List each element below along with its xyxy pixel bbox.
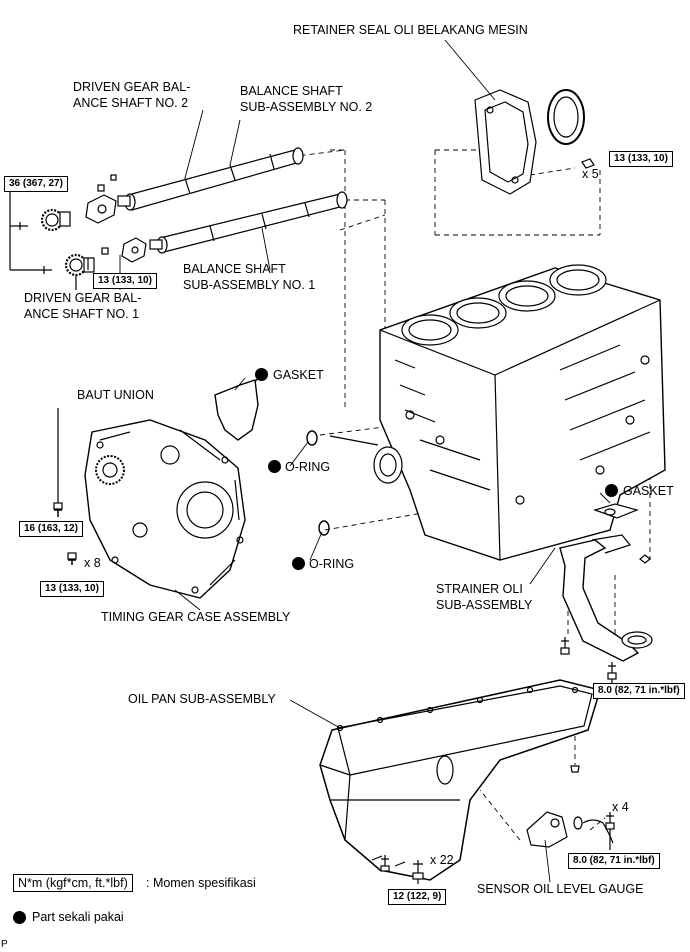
quantity: x 8	[84, 556, 101, 570]
strainer-label-line2: SUB-ASSEMBLY	[436, 598, 533, 612]
o-ring-label: O-RING	[285, 460, 331, 474]
single-use-marker	[605, 484, 618, 497]
balance-shaft-no2-label-line2: SUB-ASSEMBLY NO. 2	[240, 100, 373, 114]
timing-gear-case	[53, 408, 246, 599]
page-mark: P	[1, 939, 8, 950]
oil-pan	[319, 679, 601, 884]
cylinder-block	[329, 264, 666, 561]
timing-gear-case-label: TIMING GEAR CASE ASSEMBLY	[101, 610, 291, 624]
balance-shaft-no1	[149, 191, 348, 254]
o-ring-label: O-RING	[309, 557, 355, 571]
legend-unit-desc: : Momen spesifikasi	[146, 876, 256, 890]
balance-shaft-no1-label-line2: SUB-ASSEMBLY NO. 1	[183, 278, 316, 292]
torque-spec: 13 (133, 10)	[40, 581, 104, 597]
balance-shaft-no1-label-line1: BALANCE SHAFT	[183, 262, 286, 276]
quantity: x 22	[430, 853, 454, 867]
oil-pan-label: OIL PAN SUB-ASSEMBLY	[128, 692, 276, 706]
sensor-label: SENSOR OIL LEVEL GAUGE	[477, 882, 644, 896]
single-use-marker	[292, 557, 305, 570]
driven-gear-no2-label-line1: DRIVEN GEAR BAL-	[73, 80, 191, 94]
driven-gears	[9, 190, 95, 290]
retainer-seal-label: RETAINER SEAL OLI BELAKANG MESIN	[293, 23, 528, 37]
oil-level-sensor	[526, 811, 615, 850]
oil-strainer	[559, 503, 653, 683]
legend-single-use-label: Part sekali pakai	[32, 910, 124, 924]
torque-spec: 13 (133, 10)	[93, 273, 157, 289]
quantity: x 4	[612, 800, 629, 814]
torque-spec: 13 (133, 10)	[609, 151, 673, 167]
legend-single-use-icon	[13, 911, 26, 924]
thrust-plates	[85, 174, 147, 263]
driven-gear-no2-label-line2: ANCE SHAFT NO. 2	[73, 96, 189, 110]
retainer-seal	[474, 89, 595, 195]
torque-spec: 16 (163, 12)	[19, 521, 83, 537]
driven-gear-no1-label-line1: DRIVEN GEAR BAL-	[24, 291, 142, 305]
gasket-label: GASKET	[273, 368, 324, 382]
quantity: x 5	[582, 167, 599, 181]
o-rings	[306, 430, 330, 536]
torque-spec: 8.0 (82, 71 in.*lbf)	[568, 853, 660, 869]
strainer-label-line1: STRAINER OLI	[436, 582, 523, 596]
torque-spec: 36 (367, 27)	[4, 176, 68, 192]
single-use-marker	[255, 368, 268, 381]
gasket-label: GASKET	[623, 484, 674, 498]
torque-spec: 12 (122, 9)	[388, 889, 447, 905]
baut-union-label: BAUT UNION	[77, 388, 154, 402]
balance-shaft-no2	[117, 147, 304, 211]
timing-case-gasket	[214, 377, 259, 441]
torque-spec: 8.0 (82, 71 in.*lbf)	[593, 683, 685, 699]
balance-shaft-no2-label-line1: BALANCE SHAFT	[240, 84, 343, 98]
legend-unit-box: N*m (kgf*cm, ft.*lbf)	[13, 874, 133, 892]
driven-gear-no1-label-line2: ANCE SHAFT NO. 1	[24, 307, 140, 321]
single-use-marker	[268, 460, 281, 473]
